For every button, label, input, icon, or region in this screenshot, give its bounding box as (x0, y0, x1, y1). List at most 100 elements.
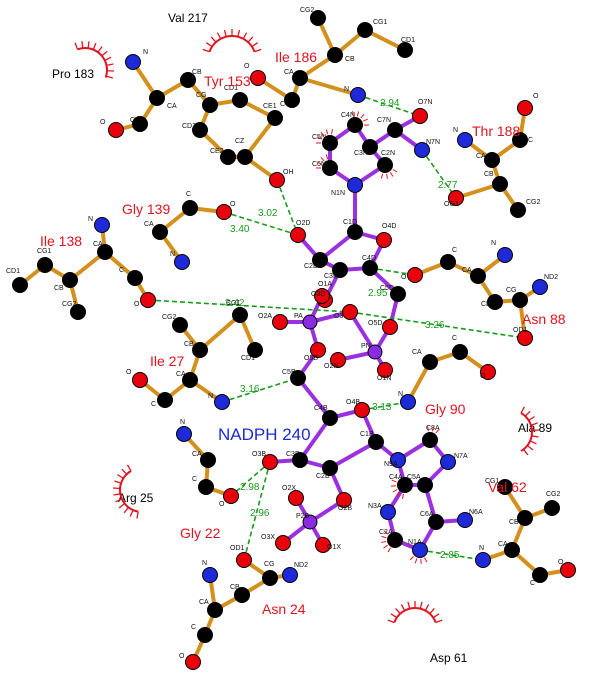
atom-n (412, 542, 428, 558)
residue-bond (243, 116, 277, 159)
atom-o (517, 100, 533, 116)
atom-label: N (344, 86, 349, 93)
atom-n (174, 254, 190, 270)
atom-n (214, 394, 230, 410)
residue-label: Val 62 (488, 479, 527, 495)
contact-spoke (380, 173, 384, 179)
hydrophobic-spoke (524, 410, 531, 417)
atom-n (390, 452, 406, 468)
atom-label: C3N (354, 150, 368, 157)
hbond-line (421, 149, 457, 199)
atom-label: O2N (324, 363, 338, 370)
atom-label: O5B (304, 355, 318, 362)
atom-o (377, 362, 393, 378)
atom-c (322, 460, 338, 476)
contact-spoke (381, 535, 387, 539)
ligand-title: NADPH 240 (218, 425, 311, 444)
atom-label: N (453, 127, 458, 134)
hydrophobic-spoke (115, 498, 123, 503)
atom-label: N (88, 216, 93, 223)
atom-label: CG (196, 92, 207, 99)
atom-o (376, 232, 392, 248)
atom-label: CG (506, 287, 517, 294)
hydrophobic-spoke (92, 42, 97, 50)
hydrophobic-residue-label: Asp 61 (430, 651, 468, 665)
atom-c (62, 272, 78, 288)
atom-c (152, 224, 168, 240)
hydrophobic-spoke (118, 503, 126, 509)
hydrophobic-spoke (251, 42, 259, 48)
atom-o (272, 314, 288, 330)
hydrophobic-spoke (395, 608, 401, 615)
atom-o (250, 70, 266, 86)
hydrophobic-spoke (97, 46, 103, 53)
atom-c (357, 22, 373, 38)
atom-label: CD1 (224, 85, 238, 92)
atom-o (342, 304, 358, 320)
atom-label: O2A (258, 313, 272, 320)
atom-label: O5D (368, 320, 382, 327)
hydrophobic-spoke (123, 506, 129, 514)
atom-label: CA (412, 349, 422, 356)
atom-label: O (126, 369, 132, 376)
atom-c (532, 567, 548, 583)
contact-spoke (389, 172, 394, 177)
hydrophobic-spoke (530, 422, 538, 426)
hydrophobic-spoke (526, 445, 534, 451)
atom-o (223, 488, 239, 504)
atom-label: C4N (341, 112, 355, 119)
atom-c (132, 116, 148, 132)
atom-c (12, 277, 28, 293)
atom-o (216, 204, 232, 220)
atom-label: CG (264, 561, 275, 568)
atom-label: O (230, 201, 236, 208)
contact-spoke (392, 489, 398, 493)
atom-label: O (558, 559, 564, 566)
contact-spoke (402, 493, 404, 499)
atom-c (387, 532, 403, 548)
atom-p (302, 314, 318, 330)
hydrophobic-spoke (87, 41, 90, 49)
atom-c (517, 510, 533, 526)
atom-n (380, 504, 396, 520)
contact-spoke (383, 544, 388, 549)
atom-n (532, 279, 548, 295)
atom-c (127, 270, 143, 286)
ligand-bond (296, 376, 332, 420)
atom-label: O1A (318, 281, 332, 288)
hydrophobic-spoke (74, 42, 79, 50)
contact-spoke (362, 118, 368, 122)
hydrophobic-spoke (387, 619, 395, 624)
atom-label: C (452, 335, 457, 342)
atom-n (125, 54, 141, 70)
atom-label: CA (176, 371, 186, 378)
atom-o (354, 402, 370, 418)
contact-spoke (325, 154, 329, 160)
atom-label: C5B (282, 369, 296, 376)
atom-o (290, 227, 306, 243)
atom-c (347, 117, 363, 133)
hbond-distance-label: 3.02 (258, 208, 278, 219)
hydrophobic-spoke (202, 48, 210, 53)
hydrophobic-spoke (105, 75, 114, 79)
atom-o (269, 172, 285, 188)
atom-o (236, 552, 252, 568)
atom-label: CG2 (526, 199, 541, 206)
hbond-line (147, 299, 351, 313)
atom-label: N (479, 545, 484, 552)
contact-spoke (381, 541, 387, 543)
hydrophobic-spoke (424, 604, 430, 611)
hydrophobic-spoke (528, 416, 535, 421)
atom-label: CB (484, 171, 494, 178)
atom-label: OH (283, 169, 294, 176)
atom-label: C3D (324, 273, 338, 280)
atom-c (197, 627, 213, 643)
atom-c (292, 70, 308, 86)
atom-n (347, 177, 363, 193)
contact-spoke (427, 426, 429, 432)
atom-label: PN (361, 343, 371, 350)
hydrophobic-spoke (106, 63, 114, 67)
atom-c (292, 452, 308, 468)
hydrophobic-spoke (254, 48, 262, 53)
